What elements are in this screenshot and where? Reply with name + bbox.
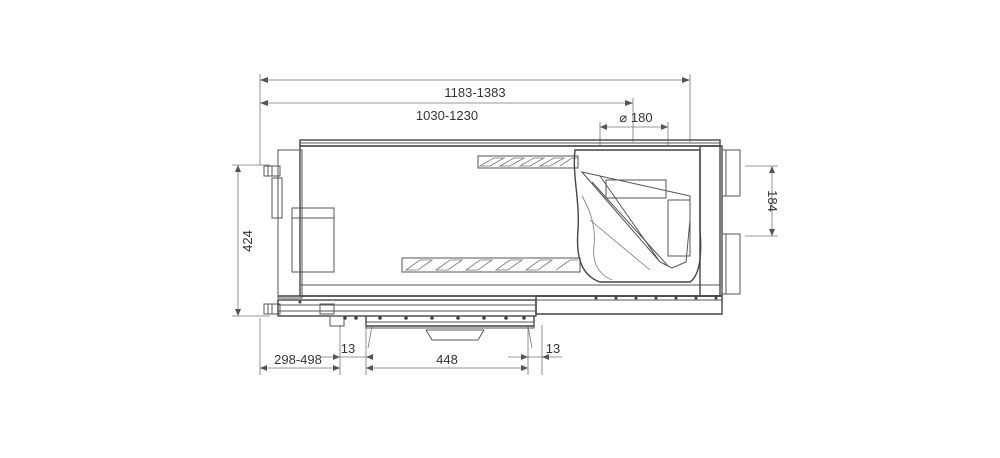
duct-diameter-label: ⌀ 180	[619, 110, 652, 125]
dimension-height: 424	[232, 164, 270, 317]
connector-studs	[263, 165, 281, 315]
duct-spigots	[699, 145, 741, 297]
rail-offset-label: 298-498	[274, 352, 322, 367]
main-housing	[271, 139, 721, 299]
carriage	[365, 316, 535, 349]
overall-length-label: 1183-1383	[444, 85, 505, 100]
right-gap-label: 13	[546, 341, 560, 356]
slide-rail	[277, 295, 723, 327]
upper-rack	[477, 155, 579, 169]
height-label: 424	[240, 230, 255, 252]
body-length-label: 1030-1230	[416, 108, 478, 123]
dimension-overall-length: 1183-1383	[259, 74, 691, 165]
rail-holes	[298, 296, 718, 320]
dimension-bottom: 298-498 13 448 13	[259, 318, 562, 375]
dimension-duct-diameter: ⌀ 180	[599, 110, 669, 145]
dimension-duct-spacing: 184	[745, 165, 780, 237]
left-gap-label: 13	[341, 341, 355, 356]
dimension-body-length: 1030-1230	[260, 98, 634, 142]
duct-spacing-label: 184	[765, 190, 780, 212]
carriage-width-label: 448	[436, 352, 458, 367]
lower-rack	[401, 257, 581, 273]
fan-unit	[573, 149, 702, 283]
